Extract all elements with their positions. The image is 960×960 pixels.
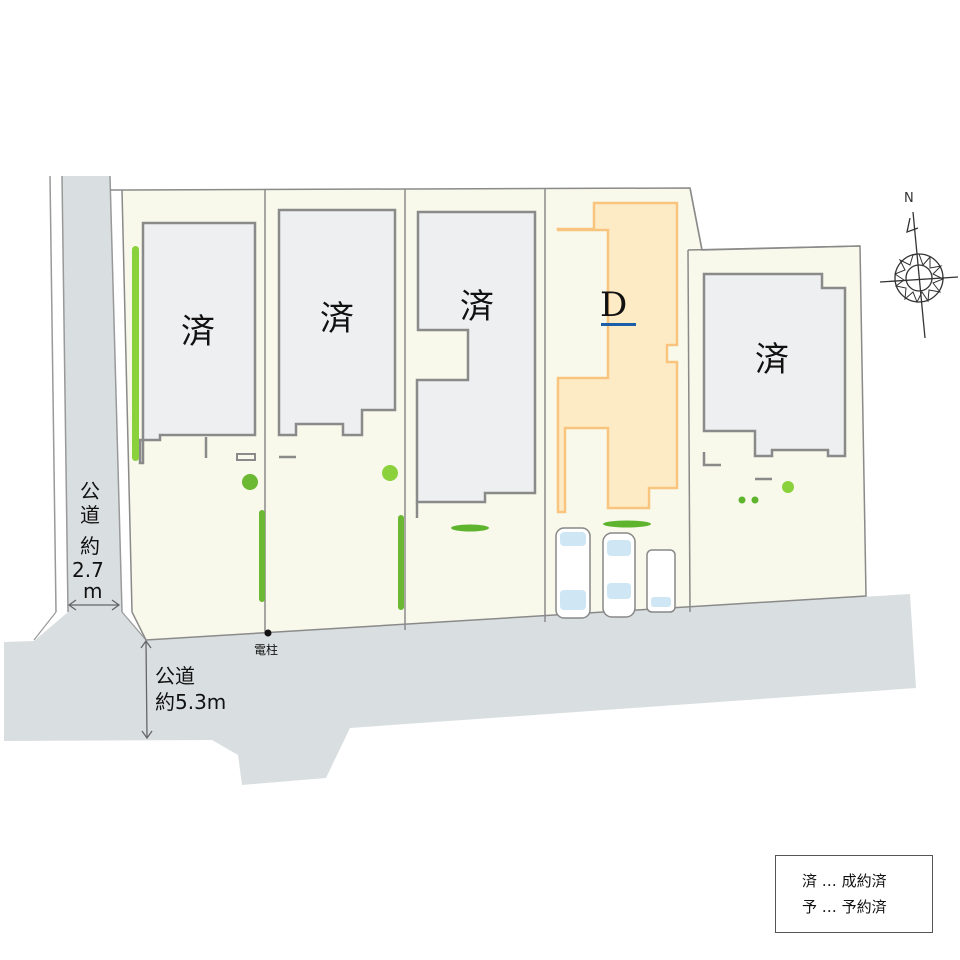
svg-text:約: 約: [80, 534, 100, 558]
utility-pole-icon: [264, 629, 272, 637]
lot-3-building[interactable]: [415, 210, 537, 518]
lot-D-underline: [601, 323, 636, 326]
legend: 済 … 成約済 予 … 予約済: [775, 855, 933, 933]
lot-5-building[interactable]: [702, 272, 847, 481]
main-road-label: 公道 約5.3m: [155, 664, 226, 714]
side-road: [49, 175, 123, 613]
svg-text:公: 公: [80, 479, 100, 503]
svg-text:約5.3m: 約5.3m: [155, 690, 226, 714]
compass-icon: [879, 211, 959, 339]
svg-text:2.7: 2.7: [72, 558, 104, 582]
side-road-label: 公 道 約 2.7 m: [72, 479, 104, 603]
side-road-width-arrow: [67, 599, 121, 611]
car-2: [602, 532, 636, 618]
car-1: [555, 527, 591, 619]
lot-1-building[interactable]: [138, 221, 257, 465]
lot-5-status: 済: [755, 340, 789, 380]
svg-text:m: m: [83, 579, 102, 603]
lot-2-status: 済: [320, 299, 354, 339]
utility-pole-label: 電柱: [254, 642, 278, 657]
lot-2-building[interactable]: [277, 208, 397, 459]
lot-D-building[interactable]: [556, 201, 679, 514]
car-3: [646, 549, 676, 613]
lot-3-status: 済: [460, 287, 494, 327]
greenery: [132, 246, 794, 610]
legend-row-sold: 済 … 成約済: [802, 872, 887, 890]
lot-1-status: 済: [181, 312, 215, 352]
svg-text:道: 道: [80, 503, 100, 527]
main-road: [4, 594, 916, 785]
legend-row-reserved: 予 … 予約済: [802, 898, 887, 916]
svg-text:公道: 公道: [155, 664, 195, 688]
main-road-width-arrow: [140, 639, 153, 740]
lot-D-label: D: [600, 285, 627, 325]
compass-north-label: N: [904, 191, 914, 206]
parked-cars: [555, 527, 676, 619]
